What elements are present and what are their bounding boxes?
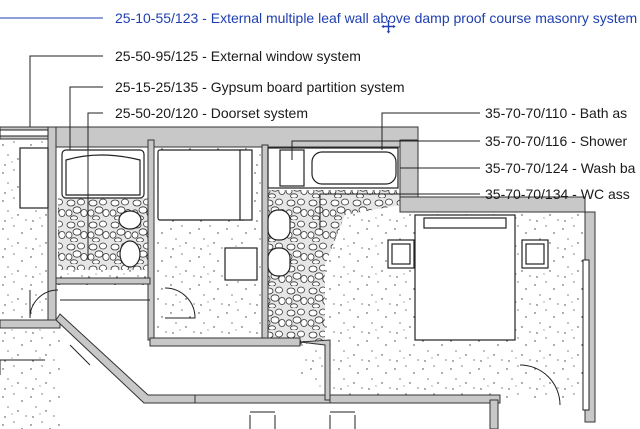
walls — [0, 126, 596, 429]
annotation-doorset[interactable]: 25-50-20/120 - Doorset system — [115, 105, 308, 121]
angled-walls — [55, 313, 331, 404]
annotation-external-wall[interactable]: 25-10-55/123 - External multiple leaf wa… — [115, 10, 638, 26]
annotation-external-window[interactable]: 25-50-95/125 - External window system — [115, 48, 361, 64]
annotation-wash-basin[interactable]: 35-70-70/124 - Wash ba — [485, 160, 636, 176]
annotation-bath[interactable]: 35-70-70/110 - Bath as — [485, 105, 628, 121]
bed — [387, 214, 549, 341]
move-cursor-icon — [380, 18, 397, 35]
fixtures — [19, 147, 399, 281]
leader-lines — [0, 17, 480, 260]
annotation-gypsum-partition[interactable]: 25-15-25/135 - Gypsum board partition sy… — [115, 79, 405, 95]
windows — [0, 129, 590, 411]
annotation-shower[interactable]: 35-70-70/116 - Shower — [485, 133, 628, 149]
door-swings — [0, 287, 561, 429]
annotation-wc[interactable]: 35-70-70/134 - WC ass — [485, 186, 630, 202]
